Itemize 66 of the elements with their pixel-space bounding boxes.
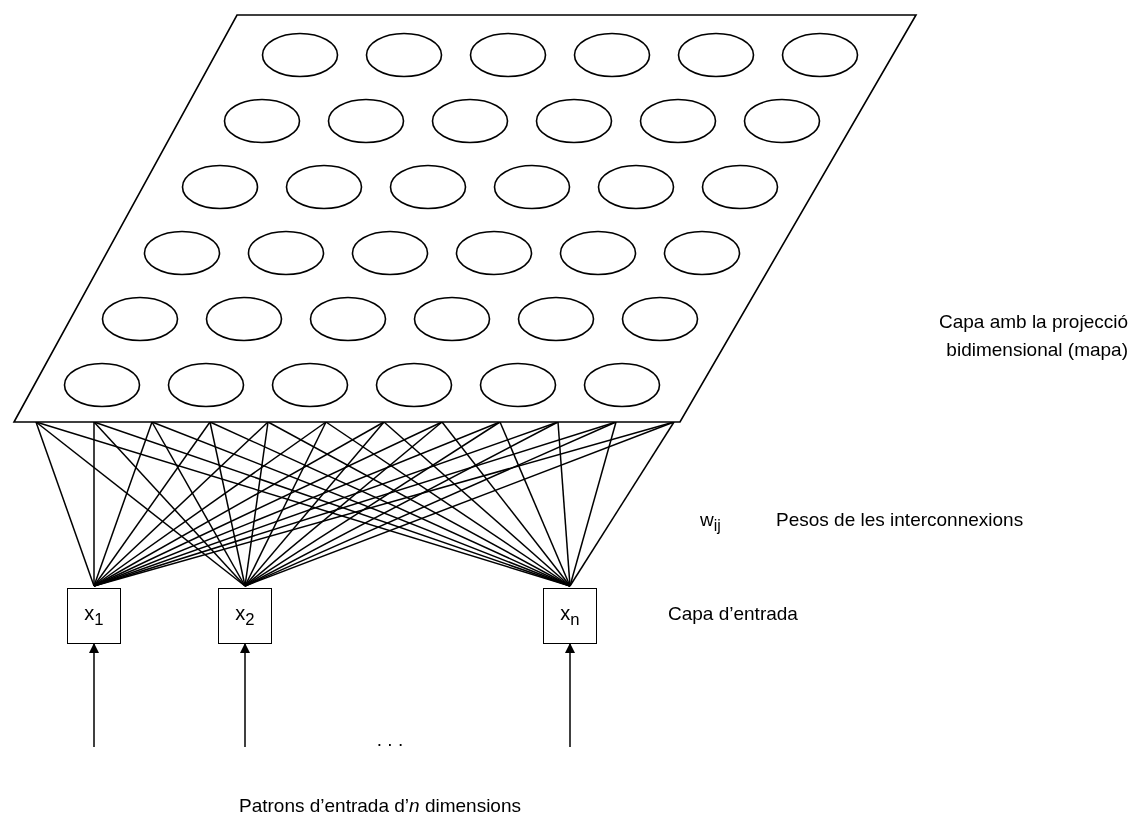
map-plane: [12, 13, 918, 424]
weight-symbol: w$_{ij}$: [700, 508, 722, 536]
connection-line: [93, 421, 153, 587]
neuron-ellipse: [677, 32, 755, 78]
neuron-ellipse: [583, 362, 661, 408]
neuron-ellipse: [143, 230, 221, 276]
input-patterns-label: Patrons d’entrada d’n dimensions: [238, 794, 522, 818]
connection-line: [244, 421, 269, 587]
neuron-ellipse: [309, 296, 387, 342]
connection-line: [441, 421, 571, 587]
neuron-ellipse: [431, 98, 509, 144]
neuron-ellipse: [479, 362, 557, 408]
connection-line: [93, 421, 95, 587]
input-box: x$_{1}$: [67, 588, 121, 644]
connection-line: [244, 421, 327, 587]
neuron-ellipse: [375, 362, 453, 408]
neuron-ellipse: [535, 98, 613, 144]
neuron-ellipse: [271, 362, 349, 408]
neuron-ellipse: [413, 296, 491, 342]
arrow: [240, 643, 250, 748]
neuron-ellipse: [663, 230, 741, 276]
neuron-ellipse: [247, 230, 325, 276]
input-box: x$_{2}$: [218, 588, 272, 644]
neuron-ellipse: [621, 296, 699, 342]
neuron-ellipse: [559, 230, 637, 276]
connection-line: [151, 421, 246, 587]
neuron-ellipse: [101, 296, 179, 342]
neuron-ellipse: [469, 32, 547, 78]
connection-line: [569, 421, 675, 587]
neuron-ellipse: [743, 98, 821, 144]
neuron-ellipse: [573, 32, 651, 78]
connection-line: [244, 421, 501, 587]
arrow: [89, 643, 99, 748]
neuron-ellipse: [167, 362, 245, 408]
connection-line: [209, 421, 246, 587]
neuron-ellipse: [455, 230, 533, 276]
weights-label: Pesos de les interconnexions: [776, 508, 1025, 532]
connection-line: [244, 421, 385, 587]
neuron-ellipse: [285, 164, 363, 210]
neuron-ellipse: [781, 32, 859, 78]
connection-line: [35, 421, 246, 587]
neuron-ellipse: [639, 98, 717, 144]
connection-line: [557, 421, 571, 587]
neuron-ellipse: [389, 164, 467, 210]
connection-line: [93, 421, 211, 587]
connection-line: [35, 421, 95, 587]
neuron-ellipse: [351, 230, 429, 276]
arrow: [565, 643, 575, 748]
input-box: x$_{n}$: [543, 588, 597, 644]
neuron-ellipse: [597, 164, 675, 210]
neuron-ellipse: [63, 362, 141, 408]
neuron-ellipse: [205, 296, 283, 342]
neuron-ellipse: [181, 164, 259, 210]
connection-line: [569, 421, 617, 587]
neuron-ellipse: [493, 164, 571, 210]
connection-line: [499, 421, 571, 587]
layer-label: Capa amb la projecció bidimensional (mapa): [937, 310, 1128, 362]
neuron-ellipse: [365, 32, 443, 78]
neuron-ellipse: [701, 164, 779, 210]
neuron-ellipse: [327, 98, 405, 144]
neuron-ellipse: [517, 296, 595, 342]
neuron-ellipse: [223, 98, 301, 144]
layer-label: Capa d’entrada: [668, 602, 799, 626]
neuron-ellipse: [261, 32, 339, 78]
ellipsis-dots: . . .: [375, 728, 405, 752]
connection-line: [383, 421, 571, 587]
